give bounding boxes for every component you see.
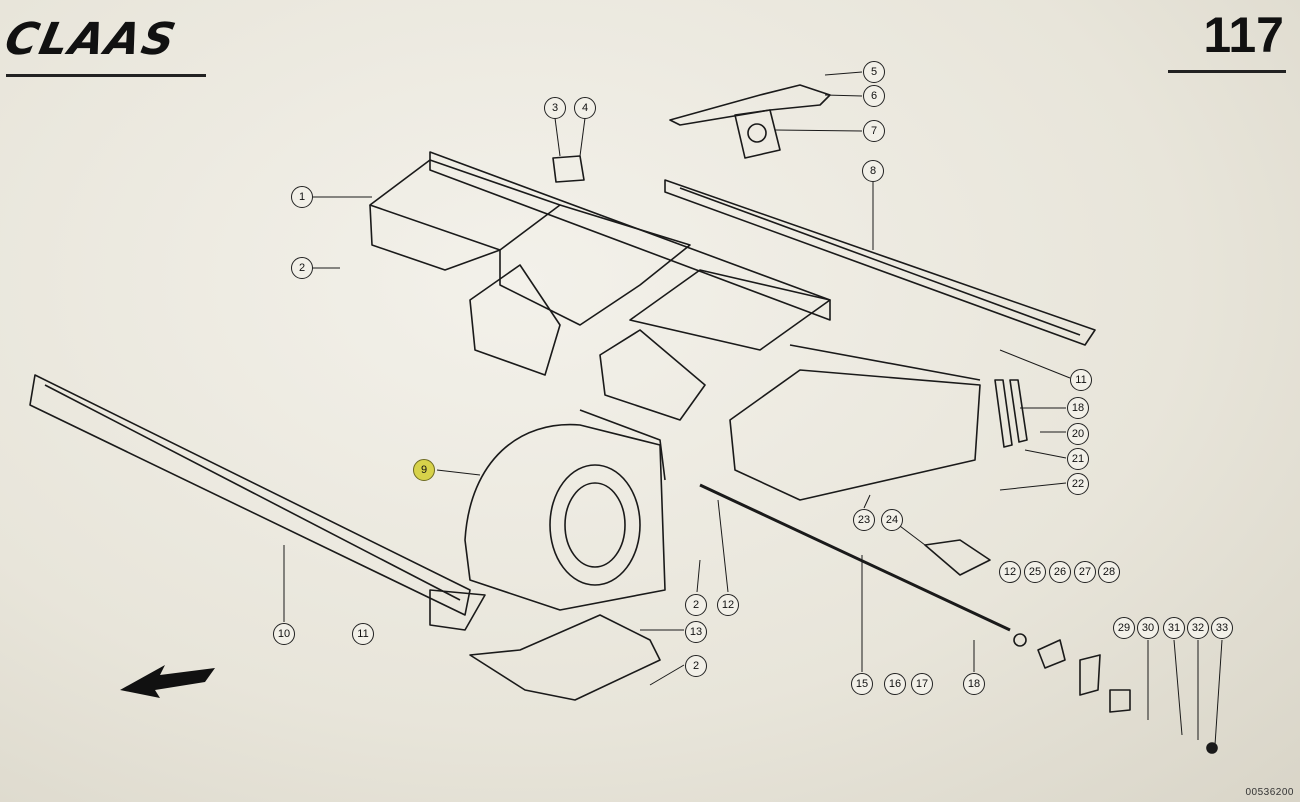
mounting-plate-part: [734, 109, 781, 159]
callout-2: 2: [291, 257, 313, 279]
callout-22: 22: [1067, 473, 1089, 495]
guard-part: [469, 614, 661, 701]
callout-2-lower: 2: [685, 655, 707, 677]
callout-13: 13: [685, 621, 707, 643]
fan-housing-part: [464, 409, 666, 611]
bracket-part: [924, 539, 991, 576]
callout-12-right: 12: [999, 561, 1021, 583]
callout-11-upper: 11: [1070, 369, 1092, 391]
page-number-underline: [1168, 70, 1286, 73]
top-bracket-part: [669, 84, 831, 126]
callout-29: 29: [1113, 617, 1135, 639]
callout-33: 33: [1211, 617, 1233, 639]
side-frame-part: [29, 374, 486, 631]
callout-21: 21: [1067, 448, 1089, 470]
duct-housing-part: [369, 151, 981, 501]
callout-4: 4: [574, 97, 596, 119]
callout-12-center: 12: [717, 594, 739, 616]
callout-26: 26: [1049, 561, 1071, 583]
callout-17: 17: [911, 673, 933, 695]
shaft-part: [699, 483, 1011, 632]
callout-10: 10: [273, 623, 295, 645]
callout-24: 24: [881, 509, 903, 531]
callout-18-lower: 18: [963, 673, 985, 695]
callout-11-lower: 11: [352, 623, 374, 645]
callout-27: 27: [1074, 561, 1096, 583]
callout-15: 15: [851, 673, 873, 695]
callout-28: 28: [1098, 561, 1120, 583]
callout-30: 30: [1137, 617, 1159, 639]
direction-arrow-icon: [120, 665, 215, 698]
callout-25: 25: [1024, 561, 1046, 583]
callout-5: 5: [863, 61, 885, 83]
callout-18-upper: 18: [1067, 397, 1089, 419]
callout-23: 23: [853, 509, 875, 531]
callout-3: 3: [544, 97, 566, 119]
document-code: 00536200: [1245, 787, 1294, 798]
callout-1: 1: [291, 186, 313, 208]
callout-32: 32: [1187, 617, 1209, 639]
callout-7: 7: [863, 120, 885, 142]
callout-9: 9: [413, 459, 435, 481]
callout-16: 16: [884, 673, 906, 695]
callout-8: 8: [862, 160, 884, 182]
callout-20: 20: [1067, 423, 1089, 445]
brand-underline: [6, 74, 206, 77]
rail-part: [664, 179, 1096, 346]
page-number: 117: [1203, 7, 1284, 63]
callout-31: 31: [1163, 617, 1185, 639]
cover-plate-part: [552, 155, 585, 183]
callout-2-center: 2: [685, 594, 707, 616]
callout-6: 6: [863, 85, 885, 107]
